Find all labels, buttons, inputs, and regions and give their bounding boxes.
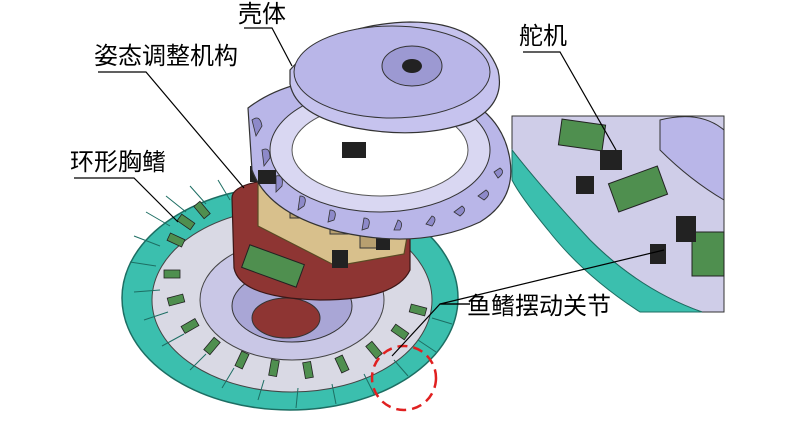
- shell: [247, 21, 512, 240]
- label-annular-pectoral-fin: 环形胸鳍: [70, 148, 166, 176]
- callout-circle: [370, 344, 438, 412]
- label-shell: 壳体: [238, 0, 286, 28]
- servo-zoom-inset: [511, 115, 725, 313]
- label-attitude-mechanism: 姿态调整机构: [94, 42, 238, 70]
- label-fin-swing-joint: 鱼鳍摆动关节: [467, 292, 611, 320]
- label-servo: 舵机: [519, 22, 567, 50]
- leader-lines: [74, 27, 665, 357]
